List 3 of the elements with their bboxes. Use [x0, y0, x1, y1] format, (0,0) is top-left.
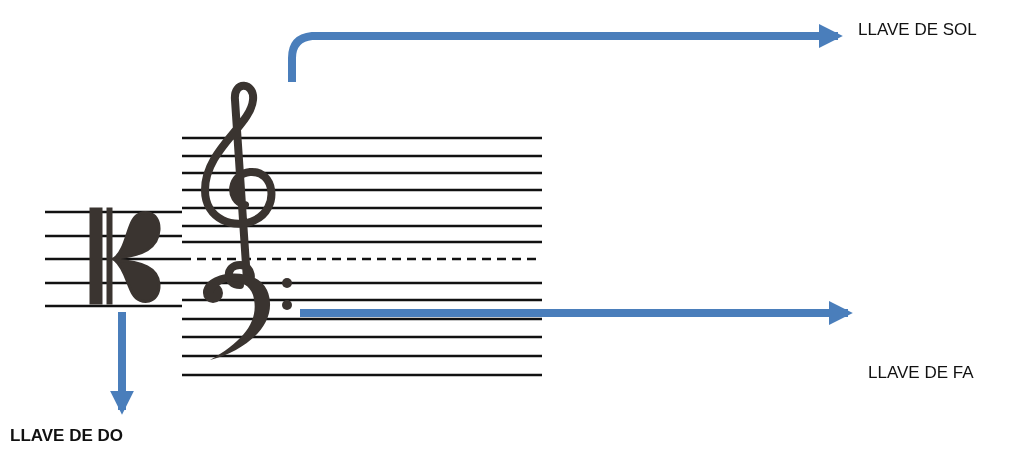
clef-label: LLAVE DE DO — [10, 426, 124, 445]
clef-label: LLAVE DE FA — [868, 363, 974, 382]
clef-label: LLAVE DE SOL — [858, 20, 977, 39]
